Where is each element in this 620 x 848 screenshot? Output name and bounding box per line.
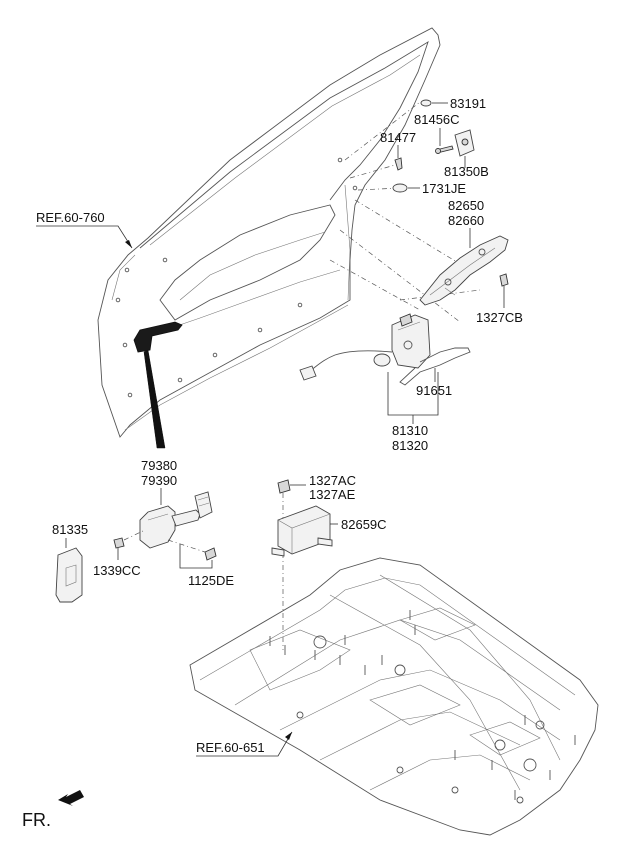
part-1339cc-bolt: [113, 529, 146, 560]
label-fr: FR.: [22, 810, 51, 830]
part-81350b-striker: [454, 129, 475, 168]
label-81320: 81320: [392, 438, 428, 453]
part-83191-washer: [420, 99, 448, 107]
label-91651: 91651: [416, 383, 452, 398]
label-82659c: 82659C: [341, 517, 387, 532]
front-door-panel: [97, 27, 441, 449]
part-81335-cover: [55, 538, 83, 603]
label-81310: 81310: [392, 423, 428, 438]
part-1327ac-nut: [277, 479, 306, 650]
label-83191: 83191: [450, 96, 486, 111]
label-ref-door: REF.60-760: [36, 210, 105, 225]
label-81456c: 81456C: [414, 112, 460, 127]
part-1125de-bolt: [167, 539, 217, 569]
front-direction-arrow-icon: [58, 790, 84, 806]
part-82650-handle-assembly: [419, 228, 509, 306]
label-1731je: 1731JE: [422, 181, 466, 196]
label-1327cb: 1327CB: [476, 310, 523, 325]
label-ref-floor: REF.60-651: [196, 740, 265, 755]
label-82660: 82660: [448, 213, 484, 228]
ref-door-leader: [36, 225, 133, 249]
label-79390: 79390: [141, 473, 177, 488]
part-1731je-clip: [392, 183, 420, 193]
bracket-81310-81320: [387, 368, 439, 424]
label-81335: 81335: [52, 522, 88, 537]
floor-panel: [189, 557, 599, 836]
part-82659c-module: [271, 505, 338, 557]
label-1339cc: 1339CC: [93, 563, 141, 578]
label-1327ac: 1327AC: [309, 473, 356, 488]
label-82650: 82650: [448, 198, 484, 213]
ref-floor-leader: [196, 731, 293, 757]
part-79380-door-checker: [139, 488, 213, 549]
label-81477: 81477: [380, 130, 416, 145]
label-1125de: 1125DE: [188, 573, 234, 588]
label-81350b: 81350B: [444, 164, 489, 179]
label-79380: 79380: [141, 458, 177, 473]
part-1327cb-bolt: [499, 273, 509, 308]
part-81477-screw: [394, 145, 403, 171]
part-81456c-bolt: [435, 128, 454, 154]
label-1327ae: 1327AE: [309, 487, 356, 502]
part-81310-door-latch: [299, 313, 471, 386]
